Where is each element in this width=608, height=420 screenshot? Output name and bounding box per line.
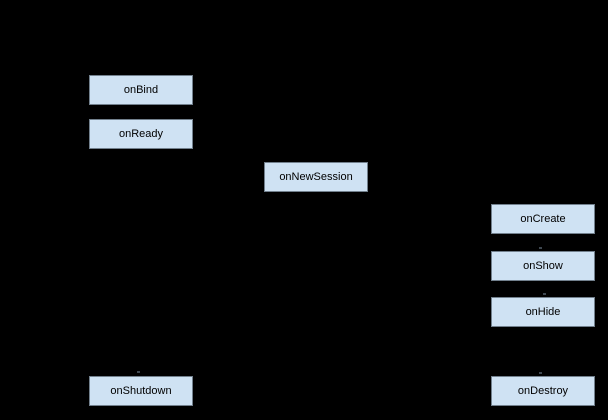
node-ondestroy: onDestroy (491, 376, 595, 406)
node-onshow: onShow (491, 251, 595, 281)
arrowhead-artifact (539, 247, 542, 249)
node-onbind: onBind (89, 75, 193, 105)
arrowhead-artifact (539, 372, 542, 374)
node-onhide: onHide (491, 297, 595, 327)
node-onready: onReady (89, 119, 193, 149)
node-oncreate: onCreate (491, 204, 595, 234)
arrowhead-artifact (543, 293, 546, 295)
arrowhead-artifact (137, 371, 140, 373)
node-onnewsession: onNewSession (264, 162, 368, 192)
node-onshutdown: onShutdown (89, 376, 193, 406)
